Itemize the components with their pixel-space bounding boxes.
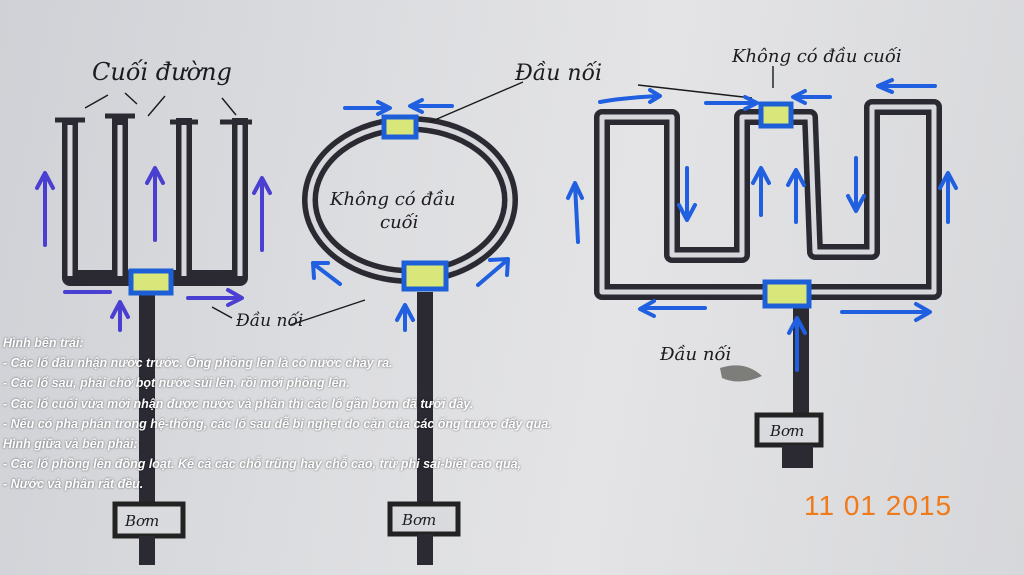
right-serpentine-tube <box>594 99 942 300</box>
left-pump-label: Bơm <box>124 512 159 530</box>
notes-overlay: Hình bên trái: - Các lổ đầu nhận nước tr… <box>3 333 552 495</box>
top-converging-arrows <box>343 98 454 116</box>
left-note-item: - Các lổ sau, phải chờ bọt nước sủi lên,… <box>3 376 350 391</box>
middle-bottom-connector <box>401 260 449 292</box>
left-comb-system: Bơm Cuối đường Đầu nối <box>35 58 303 565</box>
top-arrows-right <box>598 78 937 111</box>
end-of-line-label: Cuối đường <box>92 58 232 86</box>
right-connector-label: Đầu nối <box>659 344 731 365</box>
left-connector <box>128 268 174 296</box>
no-end-label-right: Không có đầu cuối <box>731 46 902 67</box>
middle-flow-arrows <box>311 257 510 332</box>
date-stamp: 11 01 2015 <box>804 490 953 521</box>
middle-pump-label: Bơm <box>401 511 436 529</box>
middle-top-connector <box>381 114 419 140</box>
left-heading: Hình bên trái: <box>3 336 84 350</box>
flow-arrows-left <box>63 288 244 332</box>
right-note-item: - Các lổ phồng lên đồng loạt. Kể cả các … <box>3 457 522 472</box>
left-note-item: - Nếu có pha phân trong hệ-thống, các lổ… <box>3 416 552 431</box>
no-end-label-middle-1: Không có đầu <box>329 189 456 210</box>
right-serpentine-system: Bơm Không có đầu cuối Đầu nối <box>566 46 958 468</box>
middle-loop-system: Bơm Không có đầu cuối Đầu nối <box>289 60 602 565</box>
middle-pump-box <box>387 501 461 537</box>
no-end-label-middle-2: cuối <box>380 212 418 233</box>
left-connector-label: Đầu nối <box>235 311 303 331</box>
right-heading: Hình giữa và bên phải: <box>3 437 138 452</box>
connector-label-middle: Đầu nối <box>514 60 602 86</box>
right-note-item: - Nước và phân rất đều. <box>3 477 144 492</box>
right-pump-label: Bơm <box>769 422 804 440</box>
bottom-arrows-right <box>638 299 932 372</box>
left-note-item: - Các lổ cuối vừa mới nhận được nước và … <box>3 396 474 411</box>
right-bottom-connector <box>762 279 812 309</box>
left-tubes-inner <box>67 125 243 276</box>
right-top-connector <box>758 101 794 129</box>
left-note-item: - Các lổ đầu nhận nước trước. Ống phồng … <box>3 356 393 371</box>
vertical-arrows-right <box>566 156 958 244</box>
up-arrows-left <box>35 166 272 252</box>
